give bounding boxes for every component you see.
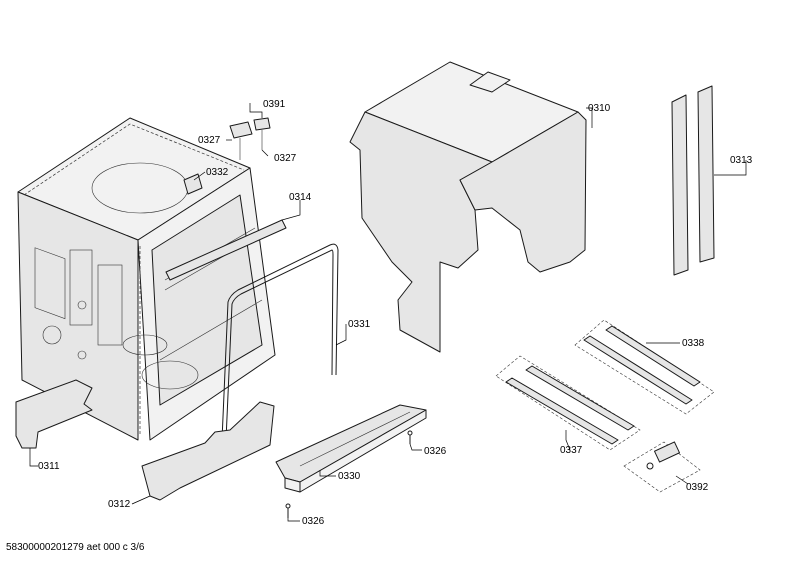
- rails-0338: [574, 319, 715, 415]
- hinge-brackets: [183, 117, 271, 195]
- door-gasket-0331: [221, 243, 339, 441]
- label-0327-right: 0327: [274, 153, 297, 164]
- label-0330: 0330: [338, 471, 361, 482]
- label-0310: 0310: [588, 103, 611, 114]
- side-rails-0313: [671, 85, 715, 276]
- rails-0337: [495, 355, 641, 451]
- fitting-kit-0392: [623, 441, 701, 493]
- part-labels: 0391 0327 0327 0332 0314 0310 0313 0331 …: [38, 99, 753, 527]
- top-crossbar-0314: [165, 219, 287, 281]
- tub-assembly: [17, 117, 276, 441]
- label-0326-right: 0326: [424, 446, 447, 457]
- insulation-wrap-0310: [349, 61, 587, 353]
- label-0314: 0314: [289, 192, 312, 203]
- label-0312: 0312: [108, 499, 131, 510]
- label-0313: 0313: [730, 155, 753, 166]
- plinth-0312: [141, 401, 275, 501]
- label-0311: 0311: [38, 461, 60, 472]
- screws-0326: [285, 430, 413, 518]
- document-footer-id: 58300000201279 aet 000 c 3/6: [6, 542, 145, 553]
- label-0331: 0331: [348, 319, 371, 330]
- base-panel-0311: [15, 379, 93, 449]
- label-0332: 0332: [206, 167, 229, 178]
- label-0326-bottom: 0326: [302, 516, 325, 527]
- leader-lines: [29, 103, 747, 522]
- label-0337: 0337: [560, 445, 583, 456]
- label-0338: 0338: [682, 338, 705, 349]
- label-0391: 0391: [263, 99, 286, 110]
- label-0392: 0392: [686, 482, 709, 493]
- label-0327-left: 0327: [198, 135, 221, 146]
- base-tray-0330: [275, 404, 427, 493]
